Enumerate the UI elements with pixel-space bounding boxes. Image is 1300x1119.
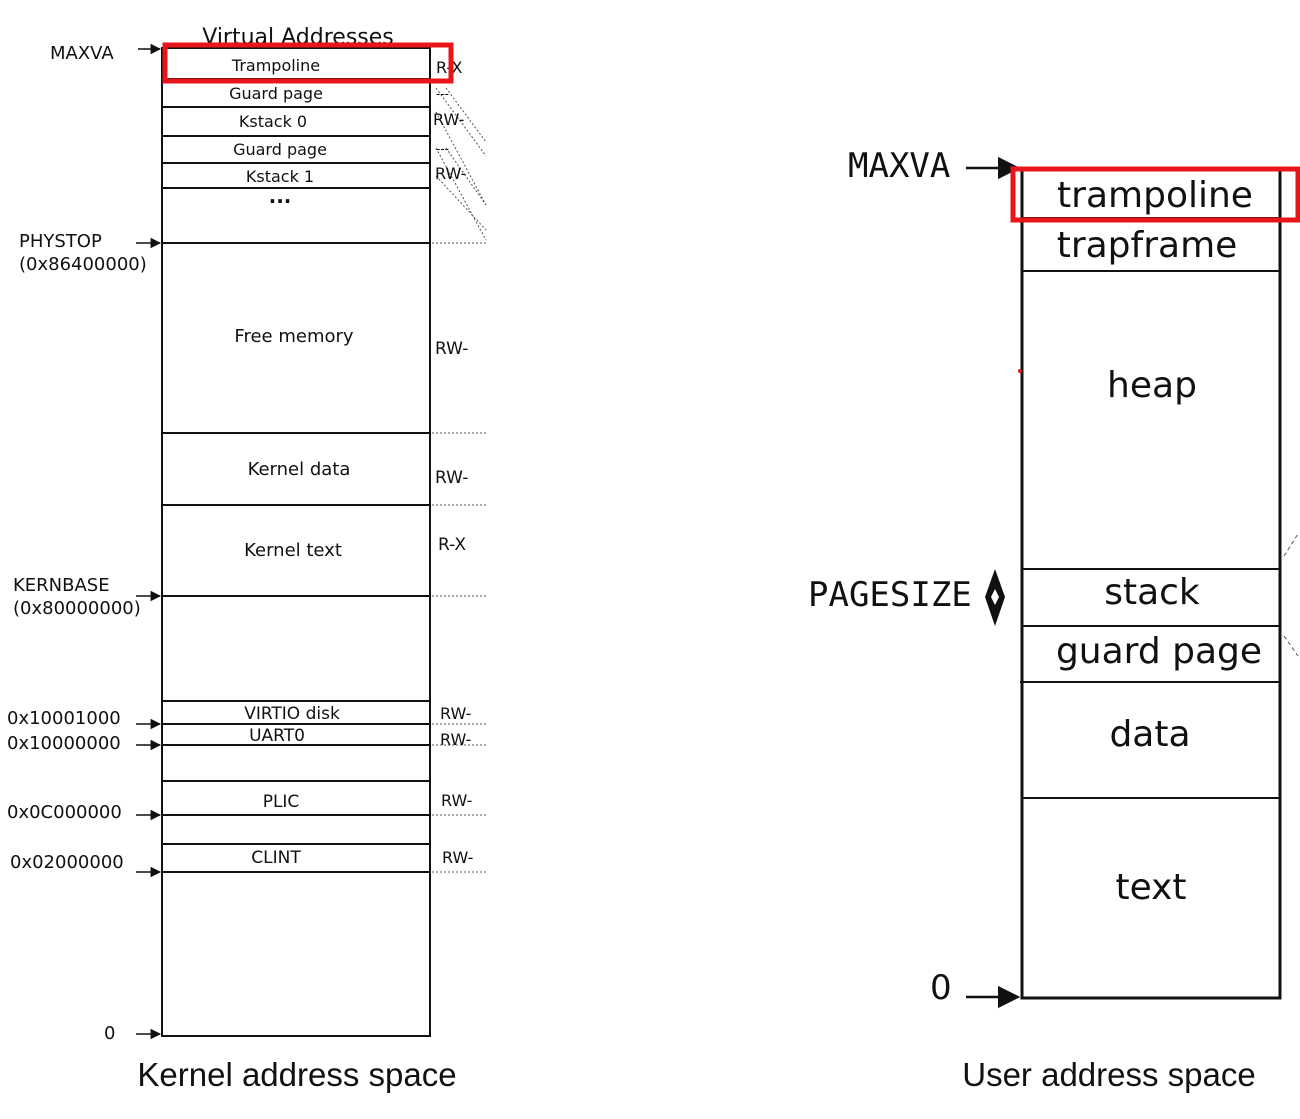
- kernel-region-uart0: UART0: [249, 726, 305, 746]
- kernel-caption: Kernel address space: [137, 1056, 456, 1093]
- kernel-region-kstack-1: Kstack 1: [246, 167, 314, 186]
- kernel-region-kernel-text: Kernel text: [244, 540, 342, 561]
- addr-virtio: 0x10001000: [7, 708, 121, 729]
- perm-guard-2: ---: [436, 142, 449, 156]
- addr-uart: 0x10000000: [7, 733, 121, 754]
- addr-phystop-value: (0x86400000): [19, 254, 147, 275]
- user-region-trampoline: trampoline: [1057, 175, 1253, 216]
- kernel-diagram: Virtual Addresses: [7, 25, 487, 1093]
- user-separators: [1020, 217, 1280, 799]
- perm-kstack-1: RW-: [435, 164, 466, 183]
- kernel-column: [161, 47, 431, 1037]
- user-pagesize-label: PAGESIZE: [808, 575, 972, 615]
- addr-phystop: PHYSTOP: [19, 231, 102, 252]
- user-region-stack: stack: [1104, 572, 1200, 613]
- kernel-region-kernel-data: Kernel data: [248, 459, 351, 480]
- user-dashed-guides: [1283, 533, 1299, 657]
- user-diagram: trampoline trapframe heap stack guard pa…: [808, 146, 1300, 1093]
- red-dot: [1018, 369, 1022, 373]
- kernel-region-guard-page: Guard page: [229, 84, 323, 103]
- user-zero-label: 0: [930, 968, 952, 1008]
- perm-uart: RW-: [440, 730, 471, 749]
- user-trampoline-highlight: [1010, 166, 1300, 223]
- user-region-guard-page: guard page: [1056, 631, 1262, 672]
- kernel-region-clint: CLINT: [251, 848, 301, 868]
- kernel-region-guard-page-2: Guard page: [233, 140, 327, 159]
- user-region-heap: heap: [1107, 365, 1197, 406]
- perm-virtio: RW-: [440, 704, 471, 723]
- addr-plic: 0x0C000000: [7, 802, 122, 823]
- kernel-dotted-guides: [432, 87, 487, 873]
- kernel-region-ellipsis: ...: [269, 184, 292, 208]
- addr-zero: 0: [104, 1023, 115, 1044]
- perm-guard-1: ---: [436, 87, 449, 101]
- perm-clint: RW-: [442, 848, 473, 867]
- user-region-trapframe: trapframe: [1057, 225, 1238, 266]
- user-maxva-label: MAXVA: [848, 146, 950, 186]
- kernel-region-kstack-0: Kstack 0: [239, 112, 307, 131]
- user-region-text: text: [1115, 867, 1186, 908]
- addr-kernbase-value: (0x80000000): [13, 598, 141, 619]
- addr-clint: 0x02000000: [10, 852, 124, 873]
- kernel-trampoline-highlight: [162, 42, 454, 84]
- kernel-region-plic: PLIC: [263, 792, 300, 812]
- kernel-region-free-memory: Free memory: [234, 326, 353, 347]
- kernel-region-trampoline: Trampoline: [231, 56, 320, 75]
- user-caption: User address space: [962, 1056, 1255, 1093]
- perm-kstack-0: RW-: [433, 110, 464, 129]
- addr-kernbase: KERNBASE: [13, 575, 110, 596]
- user-region-data: data: [1109, 714, 1190, 755]
- perm-kernel-text: R-X: [438, 535, 466, 555]
- perm-plic: RW-: [441, 791, 472, 810]
- perm-kernel-data: RW-: [435, 468, 468, 488]
- perm-free-memory: RW-: [435, 339, 468, 359]
- addr-maxva: MAXVA: [50, 43, 114, 64]
- kernel-region-virtio-disk: VIRTIO disk: [244, 704, 340, 724]
